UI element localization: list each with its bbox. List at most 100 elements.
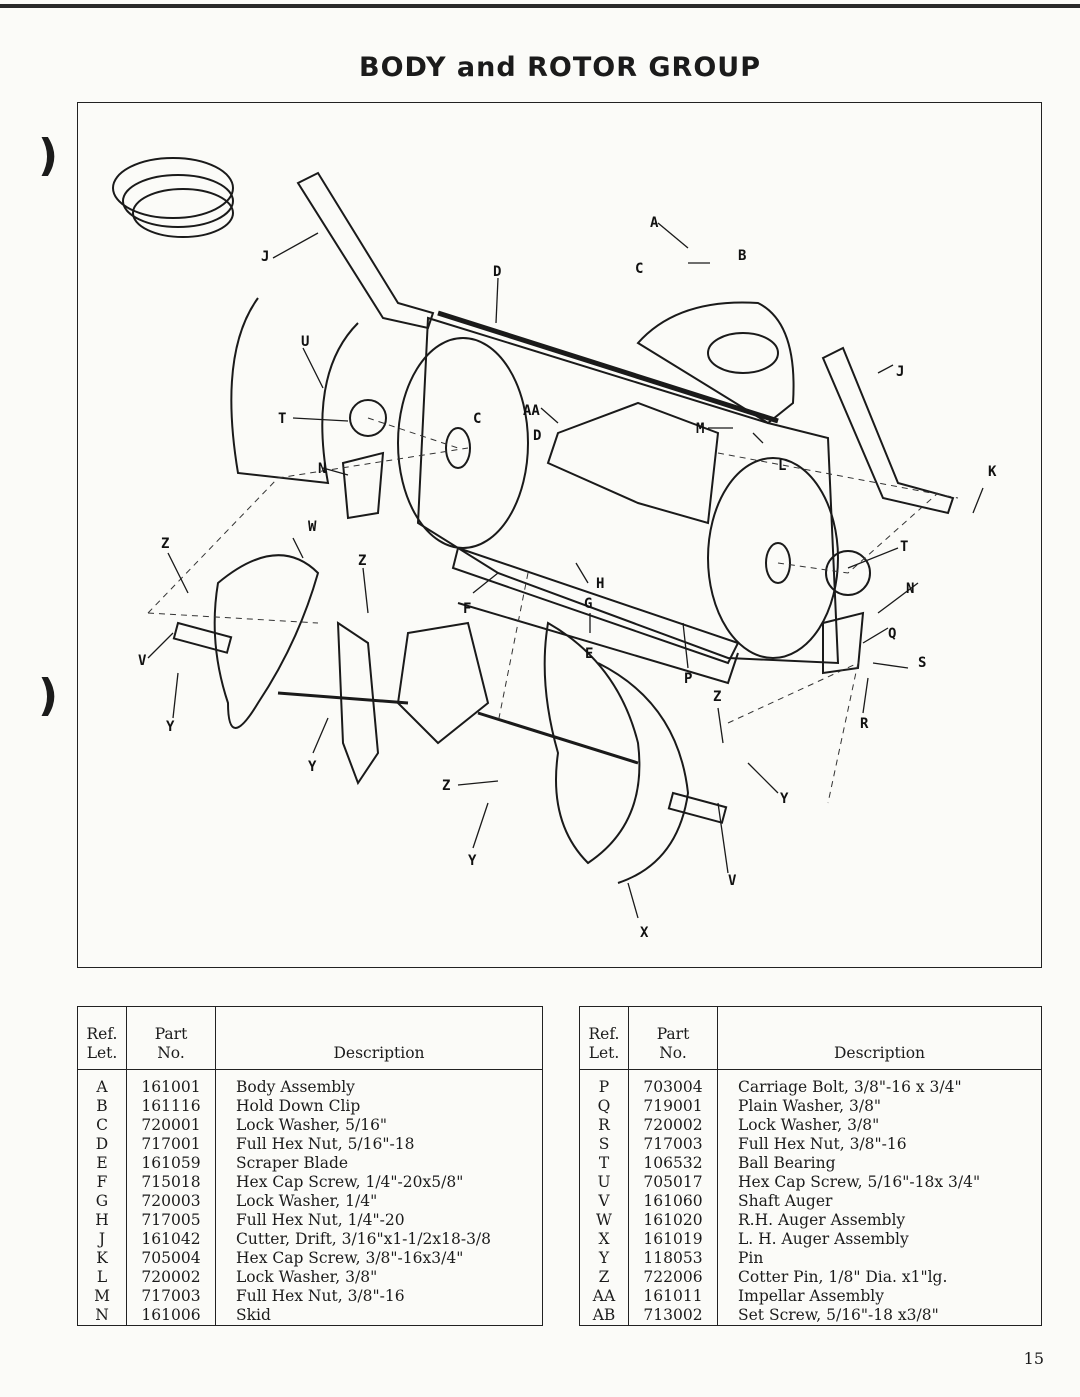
callout-j-left: J	[261, 249, 269, 265]
table-row: F 715018 Hex Cap Screw, 1/4"-20x5/8"	[77, 1173, 543, 1192]
drive-belt-3	[132, 188, 234, 238]
impeller	[546, 401, 720, 525]
exploded-parts-diagram: A B C D J U T N C D AA M L K J Z W Z H F…	[77, 102, 1042, 968]
callout-j-right: J	[896, 364, 904, 380]
header-description: Description	[215, 1006, 543, 1070]
callout-y-mid: Y	[308, 759, 317, 775]
body-bottom-edge	[457, 602, 739, 685]
callout-aa: AA	[523, 403, 540, 419]
table-row: C 720001 Lock Washer, 5/16"	[77, 1116, 543, 1135]
body-top-rail	[437, 310, 779, 424]
body-housing	[416, 316, 840, 665]
assembly-line-4	[777, 492, 939, 574]
left-bearing-hole	[445, 427, 471, 469]
table-row: Q 719001 Plain Washer, 3/8"	[579, 1097, 1042, 1116]
header-part-number: Part No.	[126, 1006, 216, 1070]
table-row: AA 161011 Impellar Assembly	[579, 1287, 1042, 1306]
right-shaft-auger	[667, 791, 728, 824]
callout-t-right: T	[900, 539, 908, 555]
callout-u: U	[301, 334, 309, 350]
table-row: K 705004 Hex Cap Screw, 3/8"-16x3/4"	[77, 1249, 543, 1268]
table-row: T 106532 Ball Bearing	[579, 1154, 1042, 1173]
parts-table-right: Ref. Let. Part No. Description P 703004 …	[579, 1006, 1042, 1326]
top-rule	[0, 4, 1080, 8]
table-row: E 161059 Scraper Blade	[77, 1154, 543, 1173]
gear-box	[396, 621, 490, 745]
table-row: G 720003 Lock Washer, 1/4"	[77, 1192, 543, 1211]
left-skid	[341, 451, 385, 520]
table-row: P 703004 Carriage Bolt, 3/8"-16 x 3/4"	[579, 1069, 1042, 1097]
callout-p: P	[684, 671, 692, 687]
callout-z-right: Z	[713, 689, 721, 705]
right-side-plate	[707, 457, 839, 659]
callout-z-left: Z	[161, 536, 169, 552]
table-row: Y 118053 Pin	[579, 1249, 1042, 1268]
callout-t-left: T	[278, 411, 286, 427]
callout-q: Q	[888, 626, 896, 642]
parts-table-left: Ref. Let. Part No. Description A 161001 …	[77, 1006, 543, 1326]
right-skid	[822, 611, 865, 675]
callout-c-mid: C	[473, 411, 481, 427]
callout-d-mid: D	[533, 428, 541, 444]
right-bearing-hole	[765, 542, 791, 584]
diagram-drawing: A B C D J U T N C D AA M L K J Z W Z H F…	[112, 157, 997, 941]
assembly-line-5	[727, 662, 859, 804]
callout-a: D	[493, 264, 501, 280]
assembly-line-1	[147, 447, 469, 614]
callout-v-right: V	[728, 873, 737, 889]
table-row: Z 722006 Cotter Pin, 1/8" Dia. x1"lg.	[579, 1268, 1042, 1287]
left-auger-blade	[336, 621, 380, 786]
callout-y-bottom: Y	[468, 853, 477, 869]
header-part-number: Part No.	[628, 1006, 718, 1070]
table-row: D 717001 Full Hex Nut, 5/16"-18	[77, 1135, 543, 1154]
binder-hole-mark-middle: )	[38, 670, 59, 721]
table-row: B 161116 Hold Down Clip	[77, 1097, 543, 1116]
table-row: J 161042 Cutter, Drift, 3/16"x1-1/2x18-3…	[77, 1230, 543, 1249]
table-row: L 720002 Lock Washer, 3/8"	[77, 1268, 543, 1287]
page-number: 15	[1023, 1349, 1044, 1368]
callout-c: C	[635, 261, 643, 277]
binder-hole-mark-top: )	[38, 130, 59, 181]
callout-n-right: N	[906, 581, 914, 597]
table-row: U 705017 Hex Cap Screw, 5/16"-18x 3/4"	[579, 1173, 1042, 1192]
callout-x: X	[640, 925, 649, 941]
table-row: AB 713002 Set Screw, 5/16"-18 x3/8"	[579, 1306, 1042, 1326]
drive-belt-2	[122, 174, 234, 228]
callout-h: H	[596, 576, 604, 592]
scraper-blade	[451, 546, 740, 665]
header-ref-letter: Ref. Let.	[579, 1006, 629, 1070]
left-shaft-auger	[172, 621, 233, 654]
callout-m: M	[696, 421, 704, 437]
chute-housing	[636, 301, 795, 425]
callout-labels: A B C D J U T N C D AA M L K J Z W Z H F…	[138, 215, 997, 941]
callout-w: W	[308, 519, 317, 535]
drive-belt-1	[112, 157, 234, 219]
callout-l: L	[778, 458, 786, 474]
table-row: A 161001 Body Assembly	[77, 1069, 543, 1097]
callout-n-left: N	[318, 461, 326, 477]
auger-shaft-right	[477, 711, 639, 765]
table-row: R 720002 Lock Washer, 3/8"	[579, 1116, 1042, 1135]
callout-g: G	[584, 596, 592, 612]
callout-d: A	[650, 215, 659, 231]
callout-k: K	[988, 464, 997, 480]
assembly-line-7	[497, 572, 529, 724]
table-row: V 161060 Shaft Auger	[579, 1192, 1042, 1211]
left-auger	[213, 554, 320, 729]
callout-r: R	[860, 716, 869, 732]
table-row: N 161006 Skid	[77, 1306, 543, 1326]
assembly-line-6	[717, 452, 959, 499]
assembly-line-2	[147, 612, 319, 624]
right-auger	[543, 621, 641, 865]
callout-v-left: V	[138, 653, 147, 669]
callout-b: B	[738, 248, 746, 264]
right-drift-cutter	[821, 346, 955, 515]
header-description: Description	[717, 1006, 1042, 1070]
auger-shaft-left	[277, 691, 409, 705]
table-row: S 717003 Full Hex Nut, 3/8"-16	[579, 1135, 1042, 1154]
callout-e: E	[585, 646, 593, 662]
chute-opening	[707, 332, 779, 374]
table-row: W 161020 R.H. Auger Assembly	[579, 1211, 1042, 1230]
right-auger-flight	[597, 662, 690, 884]
left-drift-cutter	[296, 171, 435, 330]
